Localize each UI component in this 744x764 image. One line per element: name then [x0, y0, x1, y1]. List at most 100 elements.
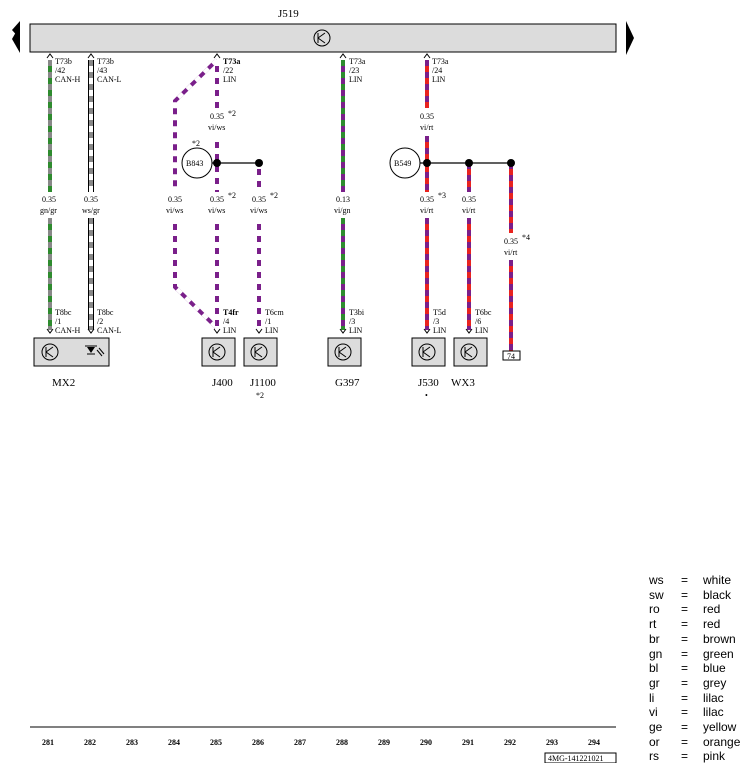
splice-dot-3: [423, 159, 431, 167]
connector-label-t73a-24: T73a /24 LIN: [432, 57, 449, 84]
control-unit-transistor-icon: [313, 29, 331, 47]
column-number: 284: [168, 738, 180, 747]
svg-text:ws/gr: ws/gr: [82, 206, 100, 215]
svg-text:LIN: LIN: [475, 326, 489, 335]
component-name-j530: J530: [418, 377, 439, 389]
svg-text:*2: *2: [192, 139, 200, 148]
transistor-icon: [41, 343, 59, 361]
legend-row: or = orange: [649, 735, 740, 750]
legend-color-name: orange: [703, 734, 741, 749]
connector-label-t5d-3: T5d /3 LIN: [433, 308, 447, 335]
component-note-j530: •: [425, 391, 428, 400]
svg-text:*2: *2: [270, 191, 278, 200]
svg-text:vi/ws: vi/ws: [208, 123, 225, 132]
legend-equals: =: [681, 587, 689, 602]
wire-label-w2: 0.35 ws/gr: [82, 195, 100, 215]
legend-code: br: [649, 631, 660, 646]
legend-equals: =: [681, 661, 689, 676]
legend-color-name: lilac: [703, 705, 724, 720]
column-number: 290: [420, 738, 432, 747]
svg-text:LIN: LIN: [349, 75, 363, 84]
svg-text:/43: /43: [97, 66, 107, 75]
component-j400-box: [201, 337, 236, 367]
legend-color-name: blue: [703, 661, 726, 676]
svg-text:/42: /42: [55, 66, 65, 75]
legend-code: ro: [649, 602, 660, 617]
legend-row: li=lilac: [649, 691, 740, 706]
column-number: 285: [210, 738, 222, 747]
legend-color-name: grey: [703, 675, 727, 690]
legend-code: or: [649, 734, 660, 749]
legend-color-name: yellow: [703, 720, 737, 735]
legend-equals: =: [681, 631, 689, 646]
component-name-wx3: WX3: [451, 377, 475, 389]
column-number: 287: [294, 738, 306, 747]
legend-row: ro=red: [649, 602, 740, 617]
svg-text:T73a: T73a: [432, 57, 449, 66]
svg-text:B843: B843: [186, 159, 203, 168]
svg-text:CAN-L: CAN-L: [97, 326, 122, 335]
svg-text:74: 74: [507, 352, 515, 361]
svg-text:T73a: T73a: [223, 57, 240, 66]
svg-text:/23: /23: [349, 66, 359, 75]
component-name-j400: J400: [212, 377, 233, 389]
wire-label-w11: 0.35 *4 vi/rt: [504, 233, 530, 257]
svg-text:vi/ws: vi/ws: [250, 206, 267, 215]
svg-text:vi/ws: vi/ws: [166, 206, 183, 215]
legend-row: sw=black: [649, 588, 740, 603]
svg-text:T8bc: T8bc: [55, 308, 72, 317]
svg-text:0.35: 0.35: [168, 195, 182, 204]
legend-color-name: pink: [703, 749, 726, 764]
wire-layer: [48, 58, 513, 351]
svg-text:0.35: 0.35: [420, 195, 434, 204]
svg-text:*2: *2: [228, 109, 236, 118]
connector-label-t73a-22: T73a /22 LIN: [223, 57, 240, 84]
connector-label-t8bc-2: T8bc /2 CAN-L: [97, 308, 122, 335]
column-number: 281: [42, 738, 54, 747]
component-j1100-box: [243, 337, 278, 367]
right-continuation-arrow-icon: [626, 21, 634, 55]
legend-equals: =: [681, 675, 689, 690]
svg-text:T5d: T5d: [433, 308, 446, 317]
svg-text:/6: /6: [475, 317, 481, 326]
svg-text:LIN: LIN: [223, 326, 237, 335]
legend-equals: =: [681, 705, 689, 720]
bottom-pin-icons: [46, 328, 473, 334]
svg-text:T73a: T73a: [349, 57, 366, 66]
wire-lin-bypass-upper: [173, 58, 219, 192]
terminal-74: 74: [502, 350, 521, 361]
legend-equals: =: [681, 690, 689, 705]
legend-code: ws: [649, 573, 664, 587]
legend-color-name: black: [703, 587, 732, 602]
svg-text:/3: /3: [433, 317, 439, 326]
legend-color-name: white: [703, 573, 732, 587]
legend-row: br=brown: [649, 632, 740, 647]
svg-text:gn/gr: gn/gr: [40, 206, 57, 215]
legend-code: bl: [649, 661, 659, 676]
legend-equals: =: [681, 646, 689, 661]
junction-b549: B549: [389, 147, 421, 179]
component-mx2-box: [33, 337, 110, 367]
wire-label-w4: 0.35 *2 vi/ws: [208, 109, 236, 132]
column-number: 289: [378, 738, 390, 747]
svg-text:LIN: LIN: [265, 326, 279, 335]
component-name-g397: G397: [335, 377, 360, 389]
svg-text:0.35: 0.35: [504, 237, 518, 246]
svg-text:0.35: 0.35: [252, 195, 266, 204]
connector-label-t3bi-3: T3bi /3 LIN: [349, 308, 365, 335]
splice-dot-4: [465, 159, 473, 167]
svg-text:LIN: LIN: [349, 326, 363, 335]
legend-color-name: green: [703, 646, 734, 661]
column-number: 288: [336, 738, 348, 747]
svg-text:CAN-H: CAN-H: [55, 75, 81, 84]
legend-equals: =: [681, 617, 689, 632]
svg-text:vi/rt: vi/rt: [462, 206, 476, 215]
component-j530-box: [411, 337, 446, 367]
legend-color-name: red: [703, 602, 721, 617]
connector-label-t8bc-1: T8bc /1 CAN-H: [55, 308, 81, 335]
legend-equals: =: [681, 734, 689, 749]
svg-text:vi/ws: vi/ws: [208, 206, 225, 215]
junction-dot-layer: [212, 159, 515, 167]
column-number: 291: [462, 738, 474, 747]
